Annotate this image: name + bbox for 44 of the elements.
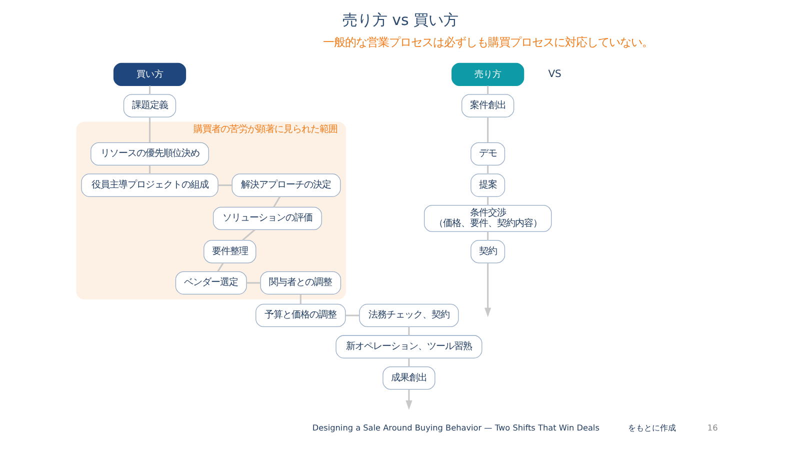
node-box: 売り方	[451, 62, 524, 86]
node-box: 成果創出	[382, 366, 435, 390]
node-box: 法務チェック、契約	[358, 304, 458, 328]
node-box: 関与者との調整	[260, 271, 341, 294]
node-box: 新オペレーション、ツール習熟	[335, 335, 482, 358]
connector	[272, 196, 280, 208]
connector	[408, 326, 410, 336]
connector	[246, 282, 260, 284]
connector	[216, 262, 224, 272]
arrow	[484, 263, 491, 318]
label: VS	[548, 68, 561, 80]
connector	[148, 86, 150, 94]
node-box: 買い方	[112, 62, 186, 86]
node-box: ソリューションの評価	[212, 206, 322, 230]
node-box: 役員主導プロジェクトの組成	[80, 174, 218, 197]
connector	[299, 294, 301, 304]
label: Designing a Sale Around Buying Behavior — Two Shifts That Win Deals	[312, 422, 599, 432]
connector	[486, 86, 488, 94]
connector	[148, 165, 150, 174]
connector	[148, 117, 150, 143]
connector	[486, 117, 488, 143]
connector	[486, 196, 488, 206]
node-box: 解決アプローチの決定	[231, 174, 340, 197]
node-box: デモ	[470, 142, 505, 166]
connector	[218, 184, 232, 186]
node-box: 契約	[470, 240, 505, 264]
connector	[242, 229, 255, 241]
connector	[345, 314, 359, 316]
label: をもとに作成	[627, 422, 676, 432]
diagram-title: 売り方 vs 買い方	[342, 11, 458, 30]
arrow	[405, 389, 412, 410]
label: 一般的な営業プロセスは必ずしも購買プロセスに対応していない。	[322, 36, 652, 49]
label: 16	[706, 422, 718, 432]
node-box: リソースの優先順位決め	[90, 142, 208, 166]
connector	[486, 232, 488, 240]
node-box: 予算と価格の調整	[255, 304, 346, 328]
node-box: 課題定義	[122, 94, 176, 118]
node-box: 案件創出	[461, 94, 514, 118]
node-box: ベンダー選定	[174, 271, 246, 294]
node-box: 提案	[470, 174, 505, 197]
node-box: 条件交渉 （価格、要件、契約内容）	[423, 204, 552, 232]
connector	[408, 358, 410, 367]
node-box: 要件整理	[203, 240, 256, 264]
connector	[486, 165, 488, 174]
